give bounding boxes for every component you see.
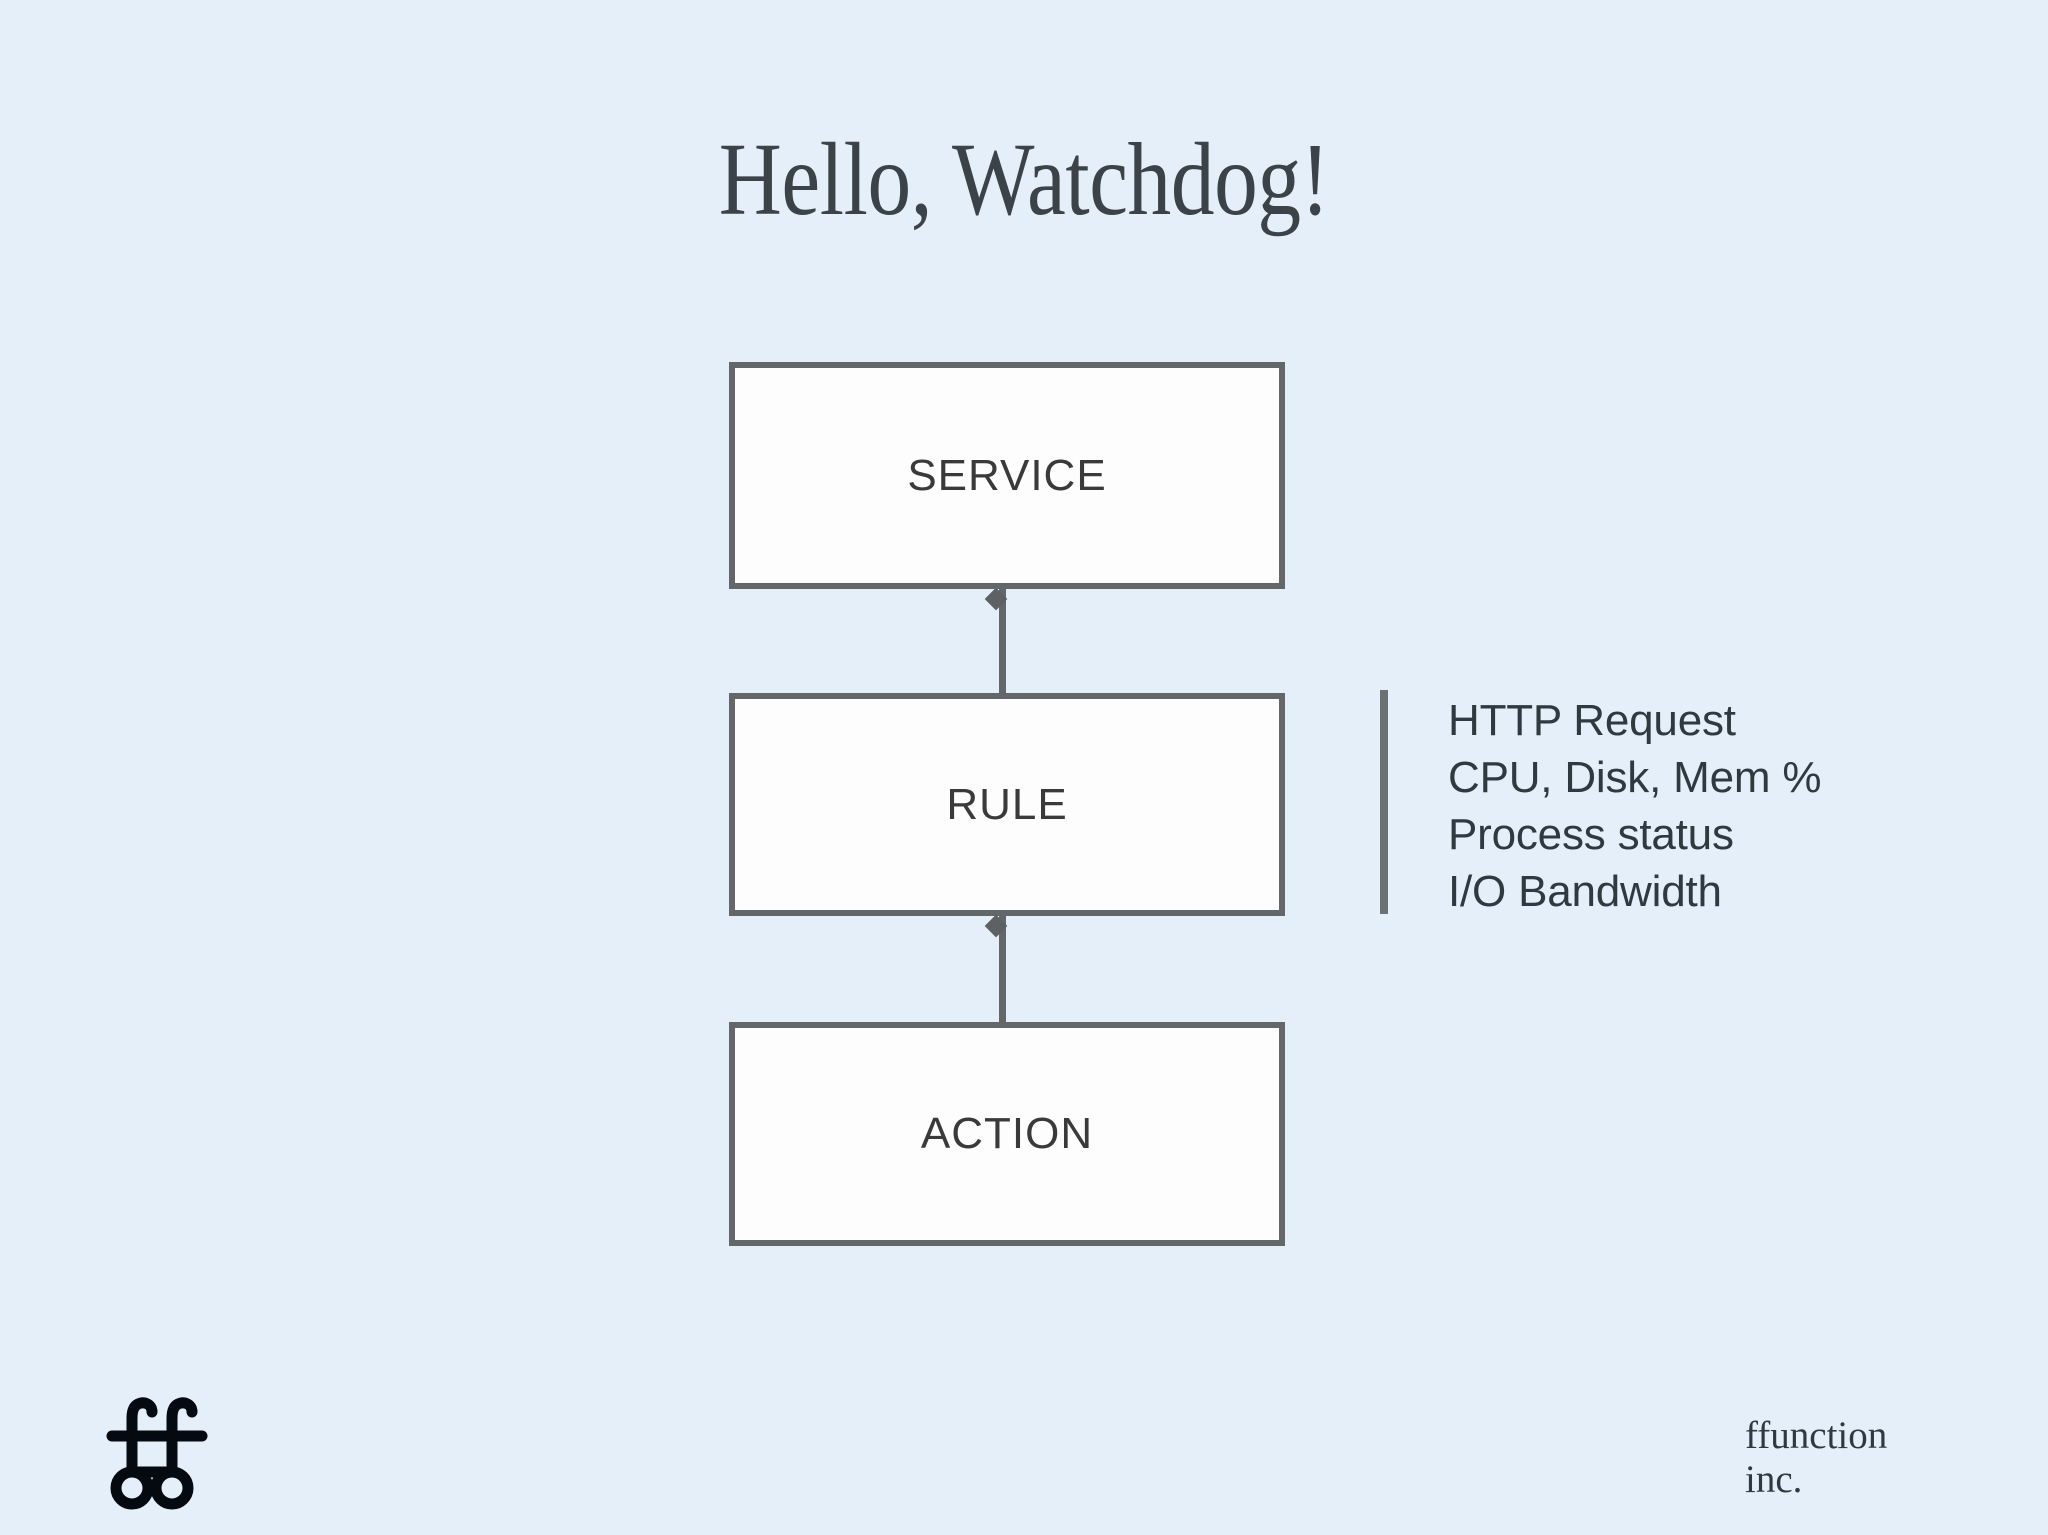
annotation-list-item: CPU, Disk, Mem % (1448, 753, 1822, 802)
ffunction-logo-icon (96, 1392, 216, 1512)
footer-credit-line: inc. (1745, 1458, 1803, 1501)
footer-credit-line: ffunction (1745, 1414, 1888, 1457)
diagram-node-rule[interactable]: RULE (729, 693, 1285, 916)
diagram-node-service[interactable]: SERVICE (729, 362, 1285, 589)
page-title: Hello, Watchdog! (718, 122, 1330, 237)
diagram-node-action-label: ACTION (920, 1109, 1094, 1158)
annotation-list-item: Process status (1448, 810, 1734, 859)
footer-credit: ffunction inc. (1745, 1414, 1887, 1502)
diagram-node-action[interactable]: ACTION (729, 1022, 1285, 1246)
connector-rule-to-action (999, 916, 1006, 1024)
annotation-list-item: I/O Bandwidth (1448, 867, 1722, 916)
annotation-list: HTTP Request CPU, Disk, Mem % Process st… (1448, 690, 1821, 920)
diagram-node-rule-label: RULE (946, 779, 1068, 829)
annotation-list-item: HTTP Request (1448, 696, 1736, 745)
diagram-node-service-label: SERVICE (907, 450, 1107, 500)
annotation-group: HTTP Request CPU, Disk, Mem % Process st… (1380, 690, 1821, 920)
annotation-accent-bar (1380, 690, 1388, 914)
connector-service-to-rule (999, 589, 1006, 695)
